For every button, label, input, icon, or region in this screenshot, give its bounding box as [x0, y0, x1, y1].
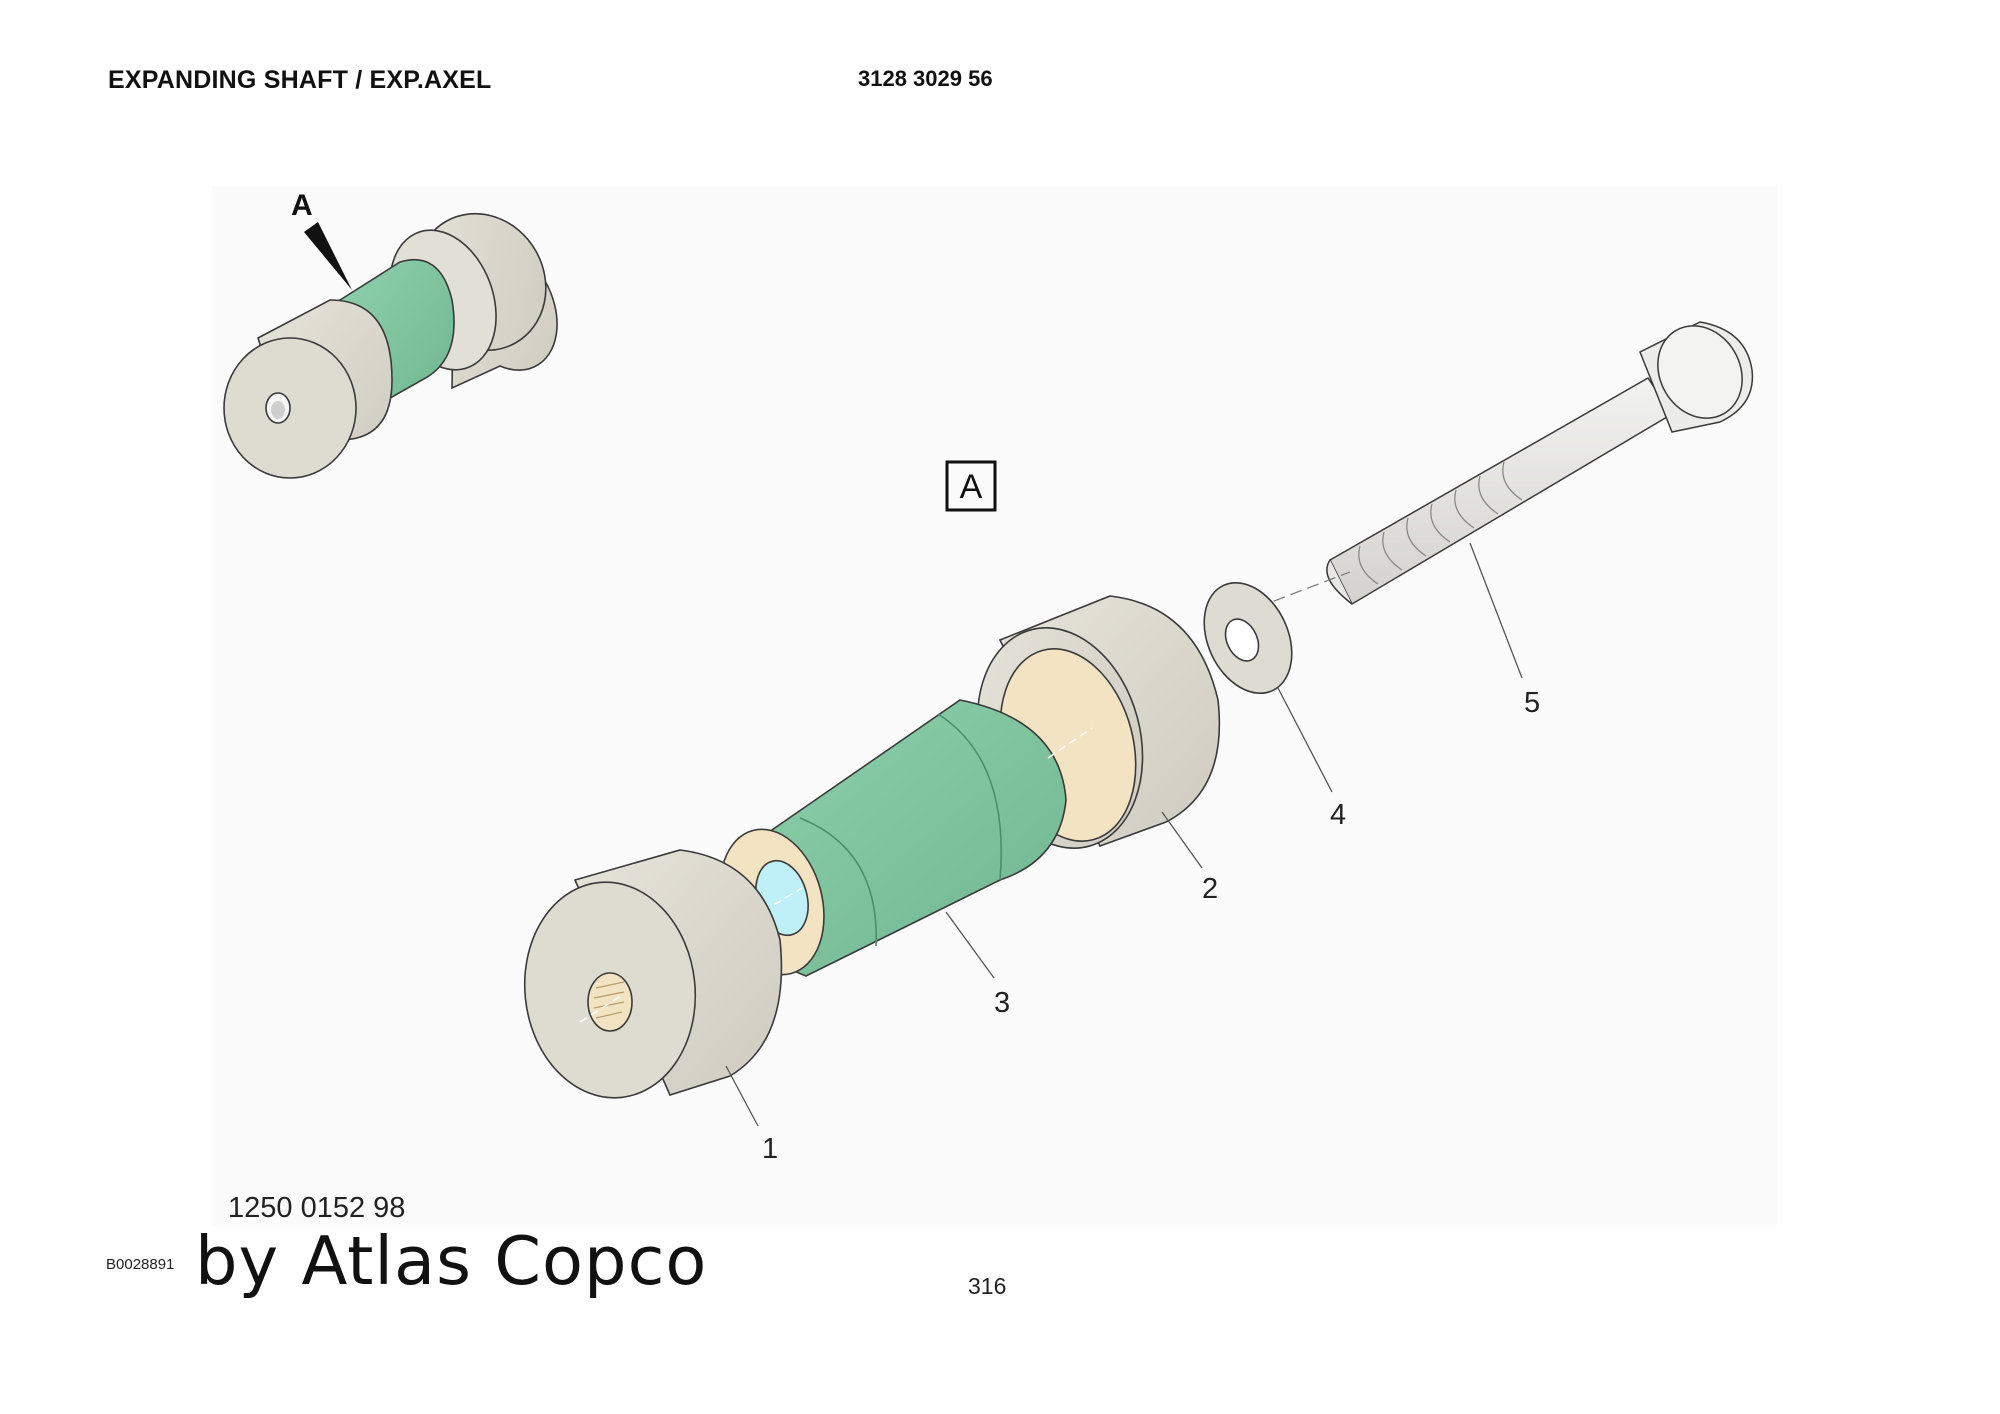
callout-3: 3	[994, 987, 1010, 1019]
part-4-washer	[1203, 581, 1293, 695]
part-5-bolt	[1239, 321, 1754, 615]
bolt-thread	[1358, 461, 1523, 585]
part-1-threaded-hole	[587, 972, 633, 1032]
detail-box	[945, 460, 997, 512]
callout-leader-lines	[725, 542, 1523, 1127]
detail-box-label: A	[960, 468, 983, 506]
callout-5: 5	[1524, 687, 1540, 719]
detail-pointer-arrow	[304, 222, 352, 290]
reference-code: 1250 0152 98	[228, 1192, 406, 1224]
document-title: EXPANDING SHAFT / EXP.AXEL	[108, 66, 492, 94]
callout-2: 2	[1202, 873, 1218, 905]
page-number: 316	[968, 1273, 1007, 1299]
assembled-shaft-detail	[223, 212, 558, 479]
callout-1: 1	[762, 1133, 778, 1165]
brand-text: by Atlas Copco	[195, 1222, 708, 1300]
drawing-id: B0028891	[106, 1256, 175, 1273]
part-number: 3128 3029 56	[858, 66, 993, 91]
detail-pointer-label: A	[291, 189, 313, 222]
callout-4: 4	[1330, 799, 1346, 831]
assembled-left-cap	[223, 299, 393, 479]
part-1-left-cap	[523, 849, 783, 1099]
